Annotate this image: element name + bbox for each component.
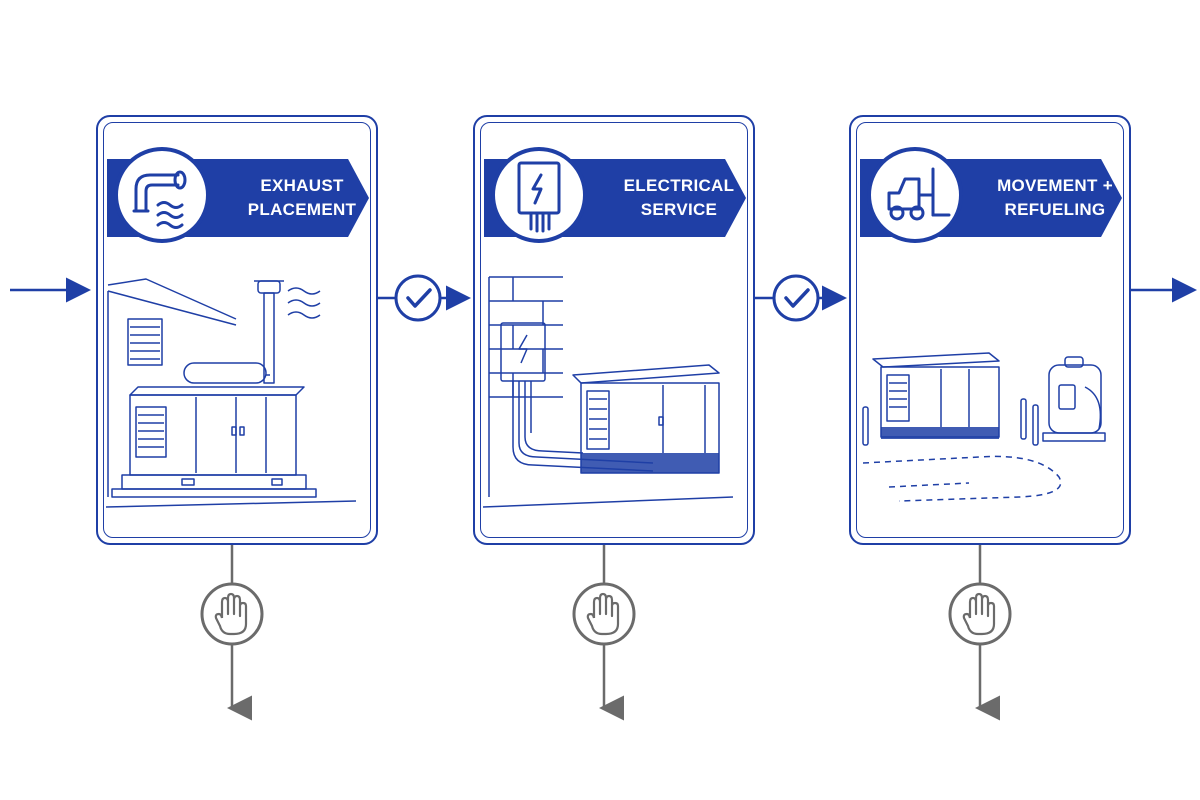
generator-refuel-scene xyxy=(862,352,1106,502)
step-card-movement-refueling: MOVEMENT + REFUELING xyxy=(849,115,1131,545)
stop-hand-glyph xyxy=(962,592,996,636)
stop-hand-glyph xyxy=(586,592,620,636)
step-title: ELECTRICAL SERVICE xyxy=(623,176,735,219)
checkmark-icon xyxy=(772,274,820,322)
generator-exhaust-scene xyxy=(106,278,357,508)
connector-2 xyxy=(748,274,847,322)
stop-branch xyxy=(200,545,264,721)
exhaust-pipe-icon xyxy=(114,147,210,243)
stop-branch xyxy=(572,545,636,721)
stop-branch xyxy=(948,545,1012,721)
step-card-exhaust-placement: EXHAUST PLACEMENT xyxy=(96,115,378,545)
step-card-electrical-service: ELECTRICAL SERVICE xyxy=(473,115,755,545)
step-title: EXHAUST PLACEMENT xyxy=(247,176,357,219)
connector-1 xyxy=(373,274,471,322)
electrical-panel-icon xyxy=(491,147,587,243)
stop-hand-glyph xyxy=(214,592,248,636)
generator-electrical-scene xyxy=(483,276,734,508)
forklift-icon xyxy=(867,147,963,243)
checkmark-icon xyxy=(394,274,442,322)
step-title: MOVEMENT + REFUELING xyxy=(997,176,1113,219)
